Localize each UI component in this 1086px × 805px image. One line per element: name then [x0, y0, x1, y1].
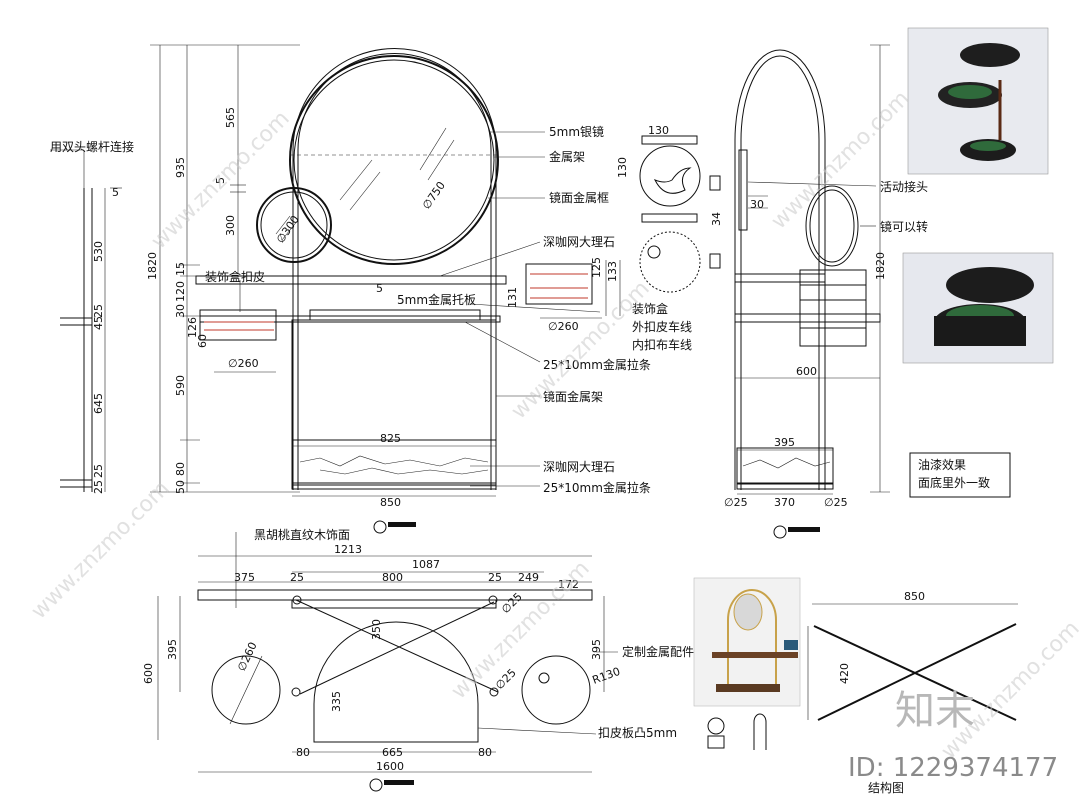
note-mirror-frame: 镜面金属框 [549, 190, 609, 205]
note-structure: 结构图 [868, 780, 904, 795]
dim-80b: 80 [478, 746, 492, 759]
front-elevation [150, 44, 602, 497]
note-custom-part: 定制金属配件 [622, 644, 694, 659]
plan-view [157, 532, 618, 773]
dim-30: 30 [174, 304, 187, 318]
dim-25d: 25 [290, 571, 304, 584]
dim-565: 565 [224, 107, 237, 128]
dim-530: 530 [92, 241, 105, 262]
dim-172: 172 [558, 578, 579, 591]
dim-1600: 1600 [376, 760, 404, 773]
dim-133: 133 [606, 261, 619, 282]
dim-1820: 1820 [146, 252, 159, 280]
note-paint-1: 油漆效果 [918, 457, 966, 472]
watermark-site-5: www.znzmo.com [767, 86, 915, 234]
note-decor-box: 装饰盒 [632, 301, 668, 316]
bolt-detail [50, 149, 122, 492]
note-bolt: 用双头螺杆连接 [50, 139, 134, 154]
dim-80: 80 [174, 462, 187, 476]
annotations: 用双头螺杆连接 5mm银镜 金属架 镜面金属框 深咖网大理石 5mm金属托板 装… [50, 124, 990, 795]
dim-600a: 600 [796, 365, 817, 378]
dim-935: 935 [174, 157, 187, 178]
note-metal-frame: 金属架 [549, 149, 585, 164]
dim-850: 850 [380, 496, 401, 509]
render-photos [693, 27, 1054, 750]
dim-r130: R130 [591, 665, 622, 687]
dim-15: 15 [174, 262, 187, 276]
dim-590: 590 [174, 375, 187, 396]
side-elevation [734, 44, 890, 495]
dim-dia260a: ∅260 [228, 357, 259, 370]
dim-131: 131 [506, 287, 519, 308]
note-paint-2: 面底里外一致 [918, 475, 990, 490]
dim-dia25b: ∅25 [824, 496, 848, 509]
dim-45: 45 [92, 316, 105, 330]
dim-375: 375 [234, 571, 255, 584]
dim-600b: 600 [142, 663, 155, 684]
dim-1213: 1213 [334, 543, 362, 556]
note-mirror-rack: 镜面金属架 [543, 389, 603, 404]
note-strip-bottom: 25*10mm金属拉条 [543, 480, 651, 495]
watermark-logo: 知末 [895, 688, 975, 734]
note-inner-stitch: 内扣布车线 [632, 337, 692, 352]
note-tray: 5mm金属托板 [397, 292, 476, 307]
dim-335: 335 [330, 691, 343, 712]
note-marble-bottom: 深咖网大理石 [543, 459, 615, 474]
watermark-id: ID: 1229374177 [848, 753, 1058, 783]
note-strip: 25*10mm金属拉条 [543, 357, 651, 372]
dim-80a: 80 [296, 746, 310, 759]
note-marble-top: 深咖网大理石 [543, 234, 615, 249]
dim-25a: 25 [92, 304, 105, 318]
dim-dia25a: ∅25 [724, 496, 748, 509]
dim-350: 350 [370, 619, 383, 640]
dim-645: 645 [92, 393, 105, 414]
dim-60: 60 [196, 334, 209, 348]
dim-395c: 395 [590, 639, 603, 660]
dim-126: 126 [186, 317, 199, 338]
dim-dia260b: ∅260 [548, 320, 579, 333]
note-leather-board: 扣皮板凸5mm [598, 726, 677, 740]
dim-120: 120 [174, 281, 187, 302]
dim-25b: 25 [92, 464, 105, 478]
note-outer-stitch: 外扣皮车线 [632, 319, 692, 334]
dim-370: 370 [774, 496, 795, 509]
dim-800: 800 [382, 571, 403, 584]
dim-249: 249 [518, 571, 539, 584]
dim-5c: 5 [376, 282, 383, 295]
dim-420: 420 [838, 663, 851, 684]
watermark-site-1: www.znzmo.com [147, 106, 295, 254]
note-walnut: 黑胡桃直纹木饰面 [254, 527, 350, 542]
dimensions: 935 565 5 300 1820 15 120 30 126 60 590 … [92, 107, 925, 773]
note-rotate: 镜可以转 [880, 219, 928, 234]
dim-25e: 25 [488, 571, 502, 584]
note-mirror: 5mm银镜 [549, 124, 604, 139]
dim-825: 825 [380, 432, 401, 445]
structure-diagram [807, 603, 1018, 721]
note-joint: 活动接头 [880, 179, 928, 194]
note-decor-leather: 装饰盒扣皮 [205, 269, 265, 284]
watermark-site-3: www.znzmo.com [27, 476, 175, 624]
dim-395b: 395 [166, 639, 179, 660]
view-symbols [369, 520, 820, 792]
dim-1087: 1087 [412, 558, 440, 571]
dim-dia750: ∅750 [420, 179, 448, 212]
dim-50: 50 [174, 480, 187, 494]
dim-130a: 130 [648, 124, 669, 137]
dim-665: 665 [382, 746, 403, 759]
dim-34: 34 [710, 212, 723, 226]
dim-5b: 5 [112, 186, 119, 199]
dim-395a: 395 [774, 436, 795, 449]
dim-125: 125 [590, 257, 603, 278]
box-details [525, 135, 721, 316]
dim-130b: 130 [616, 157, 629, 178]
dim-300: 300 [224, 215, 237, 236]
dim-25c: 25 [92, 480, 105, 494]
dim-30b: 30 [750, 198, 764, 211]
dim-1820b: 1820 [874, 252, 887, 280]
dim-850b: 850 [904, 590, 925, 603]
dim-5a: 5 [214, 177, 227, 184]
